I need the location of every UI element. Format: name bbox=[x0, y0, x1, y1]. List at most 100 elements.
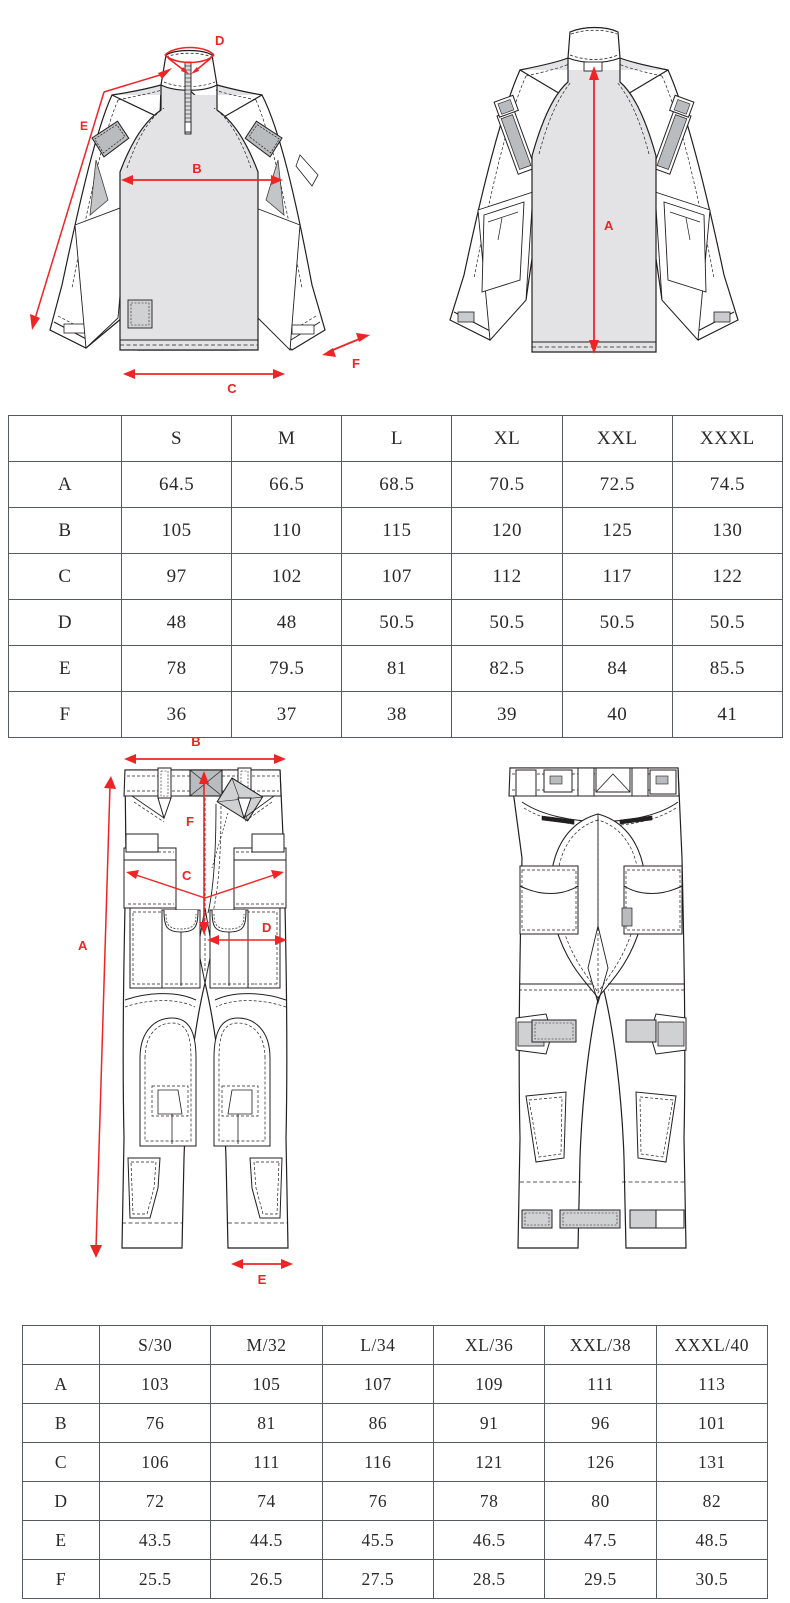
cell-E-M: 79.5 bbox=[231, 645, 343, 692]
row-header-E: E bbox=[8, 645, 122, 692]
pants-measure-e: E bbox=[231, 1259, 293, 1287]
pants-measure-c: C bbox=[126, 868, 284, 899]
shirt-measure-c: C bbox=[123, 369, 285, 396]
cell-C-XL/36: 121 bbox=[432, 1442, 546, 1482]
row-header-C: C bbox=[8, 553, 122, 600]
column-header-3: XL/36 bbox=[432, 1325, 546, 1365]
label-pants-b: B bbox=[191, 734, 200, 749]
cell-C-M/32: 111 bbox=[210, 1442, 323, 1482]
shirt-diagram: D E B C F bbox=[30, 26, 739, 396]
column-header-1: M/32 bbox=[210, 1325, 323, 1365]
cell-D-M/32: 74 bbox=[210, 1481, 323, 1521]
label-e: E bbox=[80, 119, 88, 133]
label-pants-e: E bbox=[258, 1272, 267, 1287]
cell-F-L: 38 bbox=[341, 691, 453, 738]
shirt-measure-e: E bbox=[30, 68, 172, 330]
cell-B-M/32: 81 bbox=[210, 1403, 323, 1443]
cell-E-XL: 82.5 bbox=[451, 645, 563, 692]
cell-E-XL/36: 46.5 bbox=[432, 1520, 546, 1560]
cell-B-S: 105 bbox=[120, 507, 233, 554]
cell-C-XXL/38: 126 bbox=[544, 1442, 657, 1482]
cell-A-S: 64.5 bbox=[120, 461, 233, 508]
label-c: C bbox=[227, 381, 237, 396]
cell-D-M: 48 bbox=[231, 599, 343, 646]
cell-C-S/30: 106 bbox=[98, 1442, 212, 1482]
cell-F-M/32: 26.5 bbox=[210, 1559, 323, 1599]
cell-D-S: 48 bbox=[120, 599, 233, 646]
cell-F-XXXL/40: 30.5 bbox=[655, 1559, 769, 1599]
cell-D-L: 50.5 bbox=[341, 599, 453, 646]
cell-B-XL: 120 bbox=[451, 507, 563, 554]
column-header-4: XXL/38 bbox=[544, 1325, 657, 1365]
pants-measure-d: D bbox=[207, 920, 287, 945]
cell-A-M: 66.5 bbox=[231, 461, 343, 508]
table-corner-cell bbox=[22, 1325, 100, 1365]
column-header-1: M bbox=[231, 415, 343, 462]
cell-C-XXXL/40: 131 bbox=[655, 1442, 769, 1482]
cell-B-XXL: 125 bbox=[561, 507, 673, 554]
label-pants-d: D bbox=[262, 920, 271, 935]
column-header-4: XXL bbox=[561, 415, 673, 462]
cell-E-XXL/38: 47.5 bbox=[544, 1520, 657, 1560]
cell-E-XXXL: 85.5 bbox=[671, 645, 784, 692]
cell-A-S/30: 103 bbox=[98, 1364, 212, 1404]
cell-B-L/34: 86 bbox=[321, 1403, 434, 1443]
cell-E-M/32: 44.5 bbox=[210, 1520, 323, 1560]
cell-D-XL: 50.5 bbox=[451, 599, 563, 646]
shirt-measure-a: A bbox=[589, 66, 614, 354]
cell-F-S/30: 25.5 bbox=[98, 1559, 212, 1599]
column-header-5: XXXL/40 bbox=[655, 1325, 769, 1365]
cell-C-M: 102 bbox=[231, 553, 343, 600]
cell-B-XXXL: 130 bbox=[671, 507, 784, 554]
pants-measure-f: F bbox=[186, 771, 209, 935]
pants-diagram: B F C D A bbox=[78, 734, 687, 1287]
cell-A-XL: 70.5 bbox=[451, 461, 563, 508]
cell-F-M: 37 bbox=[231, 691, 343, 738]
row-header-A: A bbox=[8, 461, 122, 508]
shirt-back-view: A bbox=[449, 26, 739, 354]
shirt-front-view: D E B C F bbox=[30, 33, 370, 396]
row-header-D: D bbox=[22, 1481, 100, 1521]
cell-A-XXXL: 74.5 bbox=[671, 461, 784, 508]
cell-D-XL/36: 78 bbox=[432, 1481, 546, 1521]
column-header-2: L bbox=[341, 415, 453, 462]
row-header-F: F bbox=[22, 1559, 100, 1599]
cell-C-L/34: 116 bbox=[321, 1442, 434, 1482]
label-pants-c: C bbox=[182, 868, 192, 883]
cell-D-XXL: 50.5 bbox=[561, 599, 673, 646]
cell-B-S/30: 76 bbox=[98, 1403, 212, 1443]
cell-A-XXL: 72.5 bbox=[561, 461, 673, 508]
cell-F-XL/36: 28.5 bbox=[432, 1559, 546, 1599]
column-header-5: XXXL bbox=[671, 415, 784, 462]
cell-C-L: 107 bbox=[341, 553, 453, 600]
column-header-0: S bbox=[120, 415, 233, 462]
cell-E-L/34: 45.5 bbox=[321, 1520, 434, 1560]
pants-measure-a: A bbox=[78, 776, 116, 1258]
cell-E-S/30: 43.5 bbox=[98, 1520, 212, 1560]
label-b: B bbox=[192, 161, 201, 176]
row-header-B: B bbox=[8, 507, 122, 554]
shirt-measure-b: B bbox=[121, 161, 283, 185]
row-header-C: C bbox=[22, 1442, 100, 1482]
cell-C-XL: 112 bbox=[451, 553, 563, 600]
cell-E-S: 78 bbox=[120, 645, 233, 692]
column-header-0: S/30 bbox=[98, 1325, 212, 1365]
cell-C-XXXL: 122 bbox=[671, 553, 784, 600]
column-header-2: L/34 bbox=[321, 1325, 434, 1365]
cell-B-L: 115 bbox=[341, 507, 453, 554]
cell-F-L/34: 27.5 bbox=[321, 1559, 434, 1599]
cell-A-XXL/38: 111 bbox=[544, 1364, 657, 1404]
cell-E-L: 81 bbox=[341, 645, 453, 692]
cell-E-XXL: 84 bbox=[561, 645, 673, 692]
cell-D-S/30: 72 bbox=[98, 1481, 212, 1521]
cell-C-XXL: 117 bbox=[561, 553, 673, 600]
cell-D-XXXL: 50.5 bbox=[671, 599, 784, 646]
